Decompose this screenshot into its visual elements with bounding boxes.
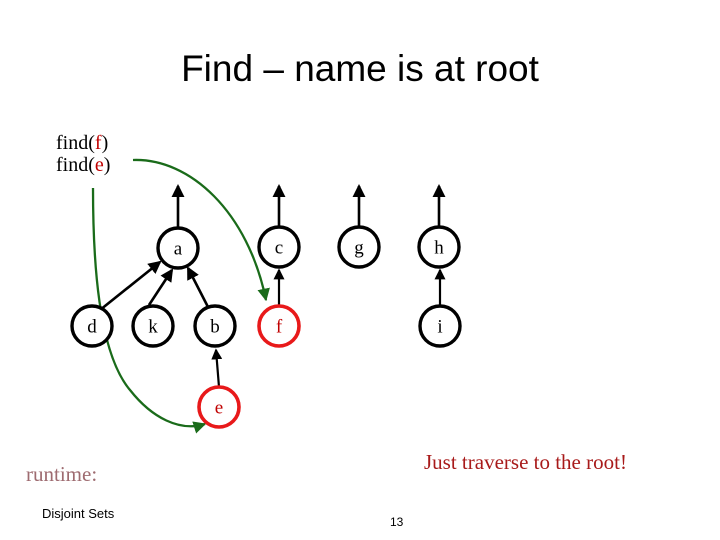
node-label: b	[210, 317, 220, 338]
page-number: 13	[390, 515, 404, 529]
query-curve-find-f	[132, 158, 270, 302]
node-circle-highlighted[interactable]	[257, 304, 301, 348]
node-c[interactable]: c	[257, 225, 301, 269]
node-label: h	[434, 238, 444, 259]
node-e[interactable]: e	[197, 385, 241, 429]
edge-d-to-a	[99, 260, 162, 312]
parent-pointer-edges	[99, 260, 446, 388]
node-circle[interactable]	[70, 304, 114, 348]
node-a[interactable]: a	[156, 226, 200, 270]
node-label: k	[148, 317, 158, 338]
node-label: i	[437, 317, 442, 338]
node-label: f	[276, 317, 283, 338]
node-label: c	[275, 238, 283, 259]
node-label: e	[215, 398, 223, 419]
node-f[interactable]: f	[257, 304, 301, 348]
node-circle[interactable]	[257, 225, 301, 269]
node-k[interactable]: k	[131, 304, 175, 348]
node-h[interactable]: h	[417, 225, 461, 269]
footer-title: Disjoint Sets	[42, 506, 115, 521]
node-circle[interactable]	[337, 225, 381, 269]
runtime-label: runtime:	[26, 462, 98, 486]
query-label-find-f: find(f)	[56, 132, 108, 155]
query-prefix: find(	[56, 132, 95, 154]
traverse-note: Just traverse to the root!	[424, 450, 627, 474]
page-title: Find – name is at root	[181, 48, 539, 89]
edge-k-to-a	[147, 268, 174, 306]
query-argument: f	[94, 132, 102, 154]
node-label: a	[174, 239, 183, 260]
node-label: g	[354, 238, 364, 259]
node-d[interactable]: d	[70, 304, 114, 348]
node-label: d	[87, 317, 97, 338]
query-label-find-e: find(e)	[56, 154, 110, 177]
node-circle[interactable]	[417, 225, 461, 269]
edge-e-to-b	[211, 348, 223, 388]
query-suffix: )	[101, 132, 109, 154]
query-curve-find-e	[91, 187, 207, 434]
node-g[interactable]: g	[337, 225, 381, 269]
node-circle[interactable]	[156, 226, 200, 270]
query-suffix: )	[103, 154, 111, 176]
query-prefix: find(	[56, 154, 95, 176]
query-argument: e	[94, 154, 104, 176]
edge-b-to-a	[186, 266, 210, 308]
node-circle[interactable]	[131, 304, 175, 348]
root-pointer-arrows	[171, 184, 446, 227]
node-b[interactable]: b	[193, 304, 237, 348]
node-circle[interactable]	[418, 304, 462, 348]
node-circle-highlighted[interactable]	[197, 385, 241, 429]
node-i[interactable]: i	[418, 304, 462, 348]
node-circle[interactable]	[193, 304, 237, 348]
